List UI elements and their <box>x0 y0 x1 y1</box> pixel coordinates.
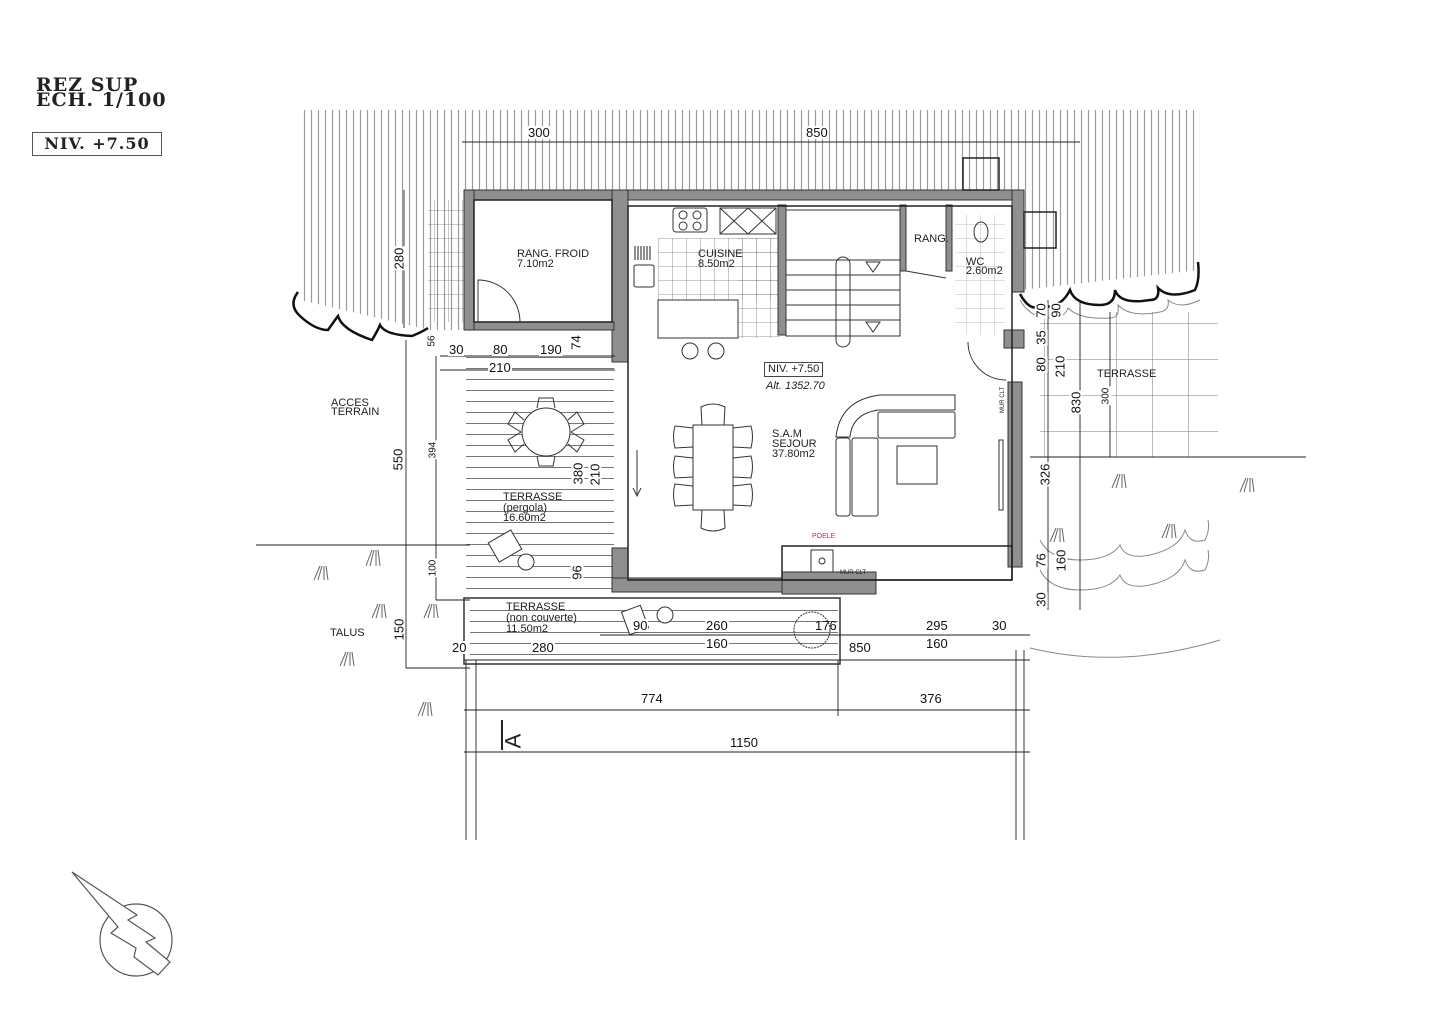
dim-bottom-1150: 1150 <box>729 735 759 750</box>
interior-level-badge: NIV. +7.50 <box>764 362 824 377</box>
talus-label: TALUS <box>330 627 365 639</box>
dim-56: 56 <box>426 334 438 348</box>
toilet <box>973 221 989 243</box>
round-table <box>487 397 831 649</box>
dim-80: 80 <box>492 342 509 357</box>
altitude-label: Alt. 1352.70 <box>766 380 825 392</box>
dim-20: 20 <box>451 640 468 655</box>
dim-96: 96 <box>569 564 585 581</box>
dim-r300: 300 <box>1100 386 1112 406</box>
dim-left-150: 150 <box>391 617 407 642</box>
room-wc-name: WC <box>966 256 985 268</box>
terrasse-pergola-area: 16.60m2 <box>503 512 546 524</box>
dim-160b: 160 <box>925 636 949 651</box>
dim-380: 380 <box>570 461 586 486</box>
dim-850b: 850 <box>848 640 872 655</box>
dim-210a: 210 <box>488 360 512 375</box>
dim-left-280: 280 <box>391 246 407 271</box>
room-rang-name: RANG. <box>914 233 949 245</box>
room-sejour-area: 37.80m2 <box>772 448 815 460</box>
dim-30a: 30 <box>448 342 465 357</box>
dim-r160: 160 <box>1053 548 1069 573</box>
dim-190: 190 <box>539 342 563 357</box>
dim-r326: 326 <box>1037 462 1053 487</box>
dim-280: 280 <box>531 640 555 655</box>
room-rang-froid-area: 7.10m2 <box>517 258 554 270</box>
section-marker: A <box>500 733 526 749</box>
room-wc-area: 2.60m2 <box>966 265 1003 277</box>
terrasse-pergola-sub: (pergola) <box>503 502 548 514</box>
east-terrace-tiles <box>1040 312 1218 457</box>
acces-label-2: TERRAIN <box>331 406 380 418</box>
dim-r80: 80 <box>1033 356 1049 373</box>
dim-30b: 30 <box>991 618 1008 633</box>
stove <box>810 549 834 573</box>
dim-394: 394 <box>427 440 439 460</box>
dim-r35: 35 <box>1033 329 1049 346</box>
dim-74: 74 <box>568 334 584 351</box>
dim-bottom-376: 376 <box>919 691 943 706</box>
dim-260: 260 <box>705 618 729 633</box>
drawing-title: REZ SUP <box>36 74 139 96</box>
dim-r90: 90 <box>1048 302 1064 319</box>
kitchen-fixtures <box>633 207 777 360</box>
room-sejour-name1: S.A.M <box>772 428 802 440</box>
terrasse-open-area: 11.50m2 <box>506 623 548 635</box>
dim-r76: 76 <box>1033 552 1049 569</box>
room-cuisine-area: 8.50m2 <box>698 258 735 270</box>
level-badge: NIV. +7.50 <box>32 132 162 156</box>
dim-160a: 160 <box>705 636 729 651</box>
dim-r30: 30 <box>1033 591 1049 608</box>
dim-295: 295 <box>925 618 949 633</box>
dim-210b: 210 <box>587 462 603 487</box>
sofa <box>835 394 1004 517</box>
terrasse-pergola-name: TERRASSE <box>503 491 563 503</box>
mur-clt-label-vertical: MUR CLT <box>1000 386 1007 414</box>
staircase <box>785 209 901 348</box>
acces-label-1: ACCES <box>331 397 369 409</box>
poele-label: POELE <box>812 533 836 540</box>
dim-top-850: 850 <box>805 125 829 140</box>
north-arrow-icon <box>71 871 173 977</box>
room-cuisine-name: CUISINE <box>698 248 743 260</box>
dim-100: 100 <box>427 558 439 578</box>
terrasse-east-name: TERRASSE <box>1097 368 1157 380</box>
dim-r70: 70 <box>1033 302 1049 319</box>
dim-top-300: 300 <box>527 125 551 140</box>
room-rang-froid-name: RANG. FROID <box>517 248 590 260</box>
drawing-scale: ECH. 1/100 <box>36 89 167 111</box>
room-sejour-name2: SEJOUR <box>772 438 817 450</box>
grass-symbols <box>313 473 1255 717</box>
mur-clt-label: MUR CLT <box>840 570 867 576</box>
dim-90: 90 <box>632 618 649 633</box>
dim-left-550: 550 <box>390 447 406 472</box>
exterior-ground-hatch <box>300 110 1200 330</box>
dimension-lines <box>256 141 1306 840</box>
dim-r210: 210 <box>1052 354 1068 379</box>
dining-table <box>673 403 753 532</box>
terrasse-open-sub: (non couverte) <box>506 612 577 624</box>
dim-176: 176 <box>815 618 837 633</box>
dim-r830: 830 <box>1068 390 1084 415</box>
terrasse-open-name: TERRASSE <box>506 601 566 613</box>
dim-bottom-774: 774 <box>640 691 664 706</box>
